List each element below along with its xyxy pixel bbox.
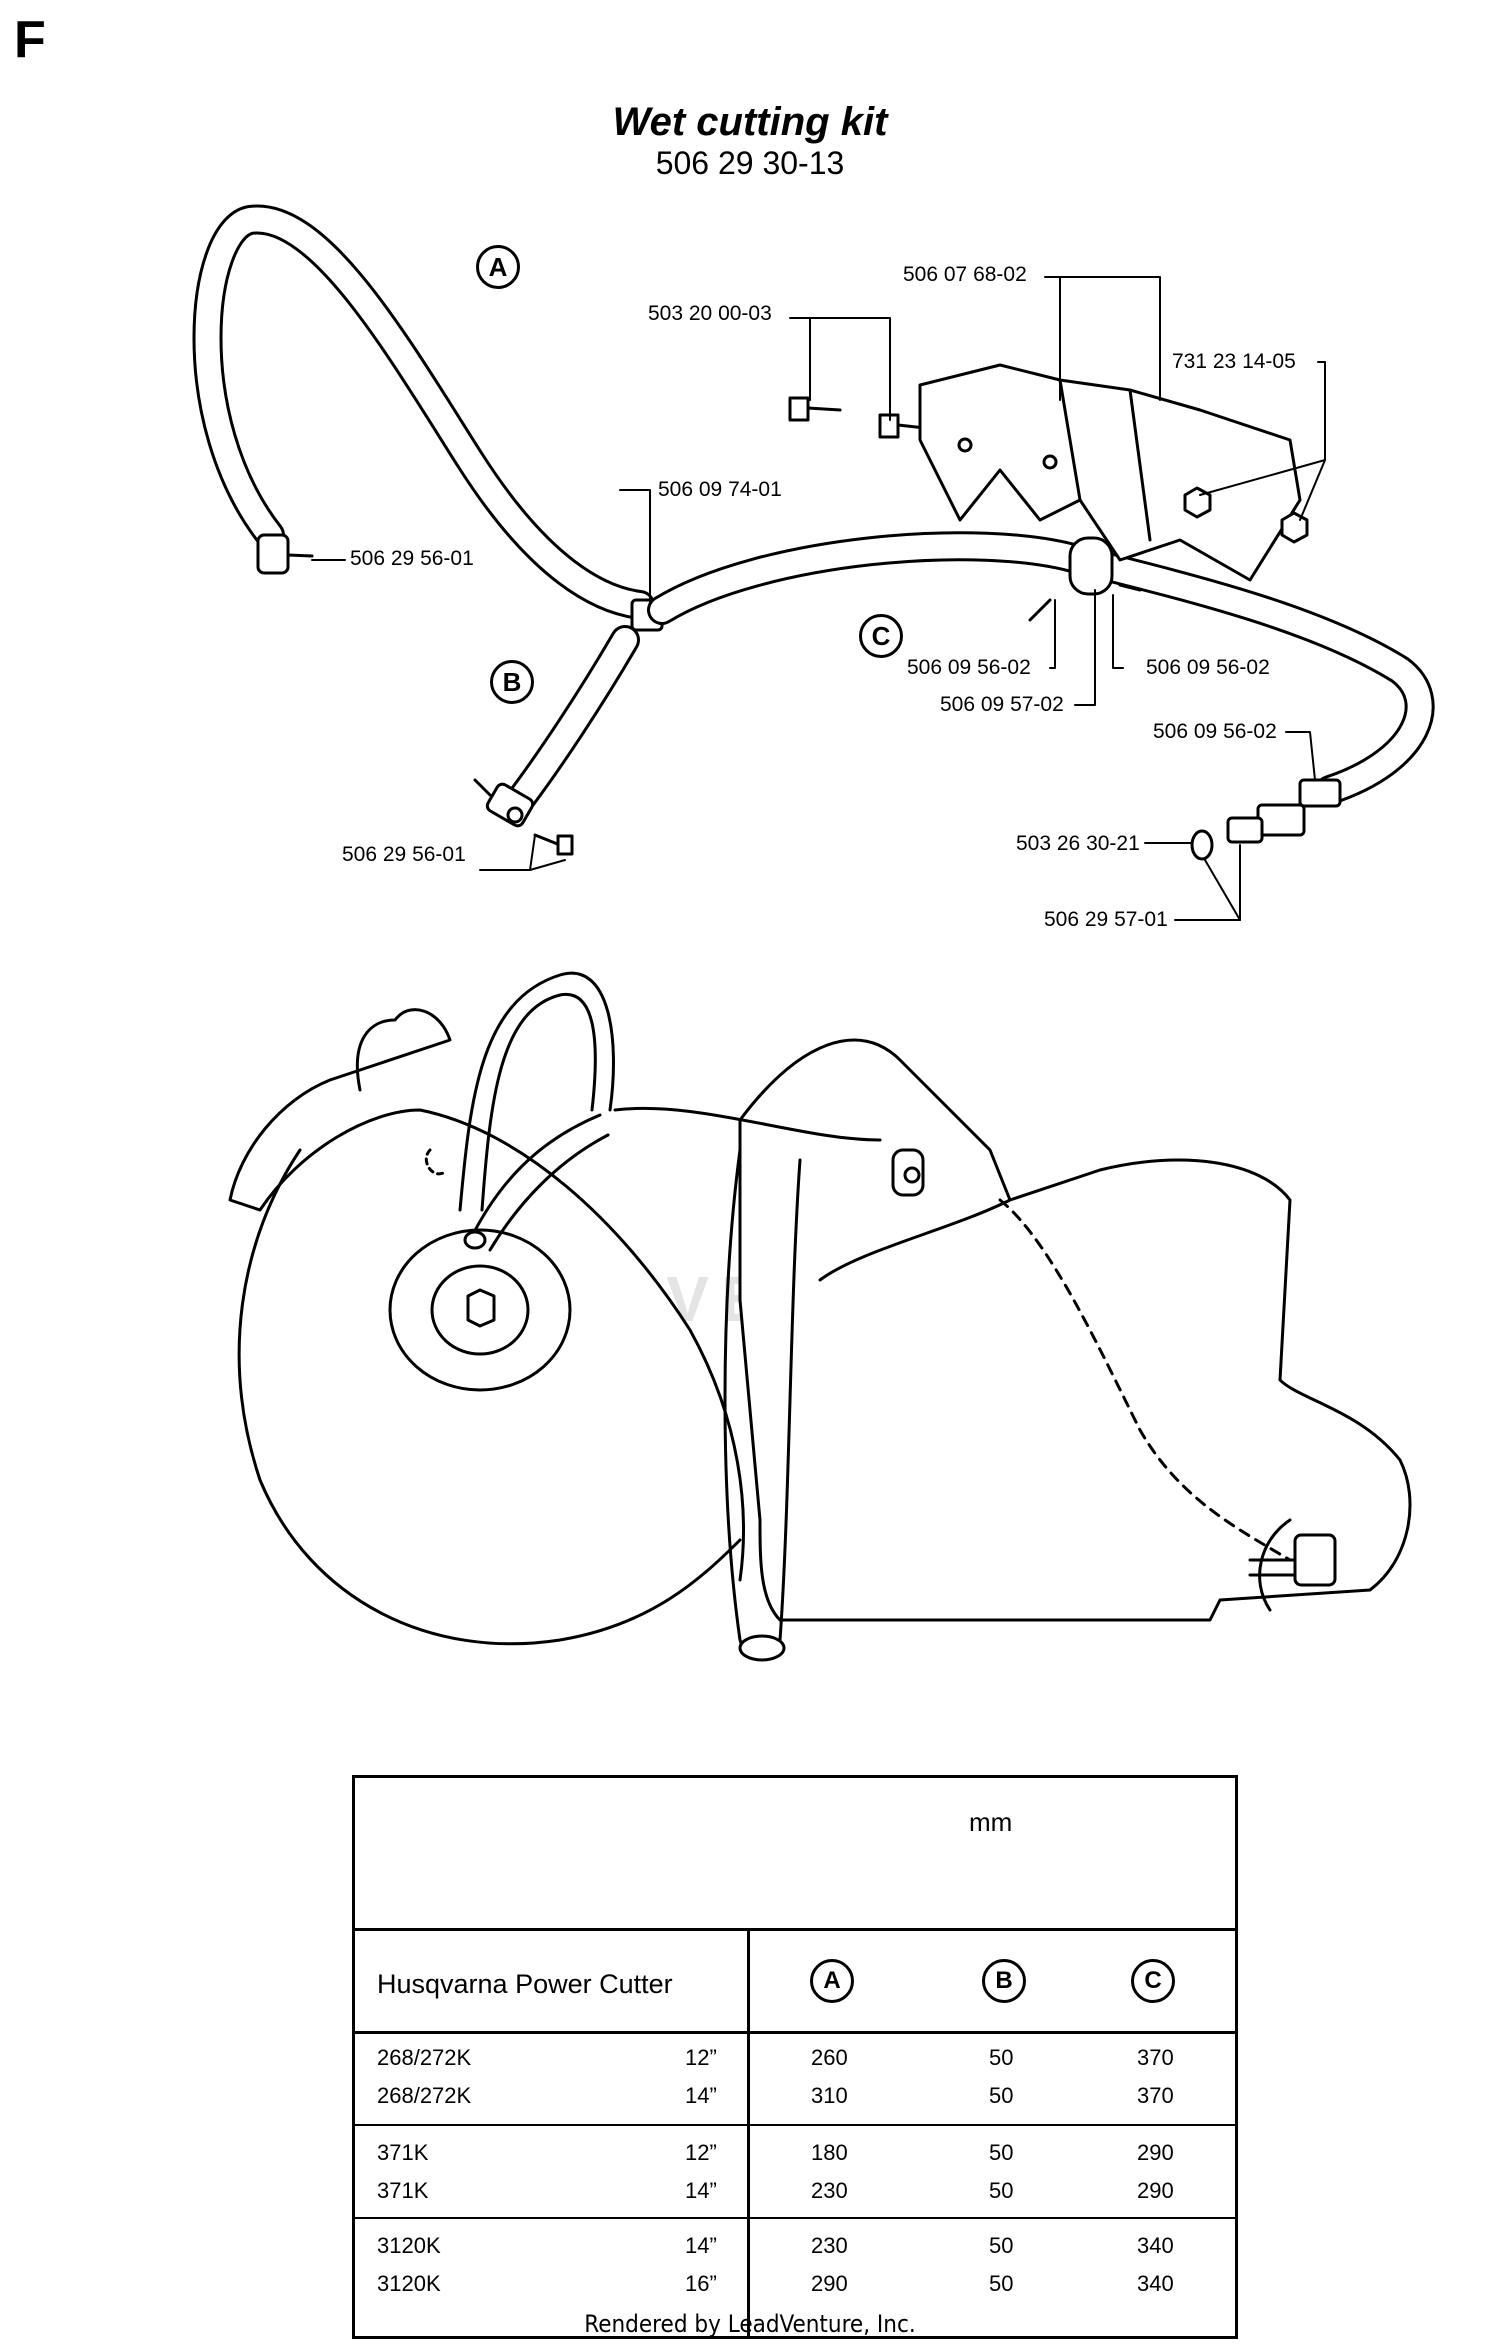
- part-bracket: 506 07 68-02: [903, 263, 1027, 286]
- cell-model: 371K: [377, 2178, 429, 2203]
- cell-size: 14”: [685, 2083, 717, 2108]
- cell-b: 50: [989, 2083, 1014, 2108]
- table-header-row: Husqvarna Power Cutter A B C: [355, 1928, 1235, 2034]
- cell-size: 16”: [685, 2271, 717, 2296]
- hose-a: [192, 204, 655, 620]
- cell-size: 12”: [685, 2045, 717, 2070]
- diagram-title: Wet cutting kit: [612, 100, 888, 144]
- column-header-b: B: [982, 1959, 1026, 2003]
- callout-c: C: [859, 614, 903, 658]
- cell-c: 290: [1137, 2178, 1174, 2203]
- cell-a: 230: [811, 2233, 848, 2258]
- section-letter: F: [14, 11, 46, 69]
- table-header-label: Husqvarna Power Cutter: [377, 1969, 673, 1999]
- table-group: 268/272K 12” 260 50 370 268/272K 14” 310…: [355, 2031, 1235, 2124]
- o-ring: [1190, 829, 1214, 861]
- callout-b: B: [490, 660, 534, 704]
- cell-b: 50: [989, 2178, 1014, 2203]
- part-nut: 731 23 14-05: [1172, 350, 1296, 373]
- part-clamp-coupling: 506 09 56-02: [1153, 720, 1277, 743]
- bracket: [918, 363, 1302, 582]
- exploded-view-drawing: [192, 204, 1435, 1662]
- power-cutter: [228, 971, 1412, 1662]
- cell-model: 268/272K: [377, 2083, 472, 2108]
- cell-model: 371K: [377, 2140, 429, 2165]
- cell-model: 3120K: [377, 2271, 441, 2296]
- hose-b-screw: [533, 833, 574, 856]
- cell-model: 3120K: [377, 2233, 441, 2258]
- cell-c: 340: [1137, 2271, 1174, 2296]
- hose-c: [647, 531, 1435, 805]
- table-group: 3120K 14” 230 50 340 3120K 16” 290 50 34…: [355, 2217, 1235, 2312]
- cell-a: 290: [811, 2271, 848, 2296]
- part-clamp-left: 506 09 56-02: [907, 656, 1031, 679]
- column-header-c: C: [1131, 1959, 1175, 2003]
- part-screw: 503 20 00-03: [648, 302, 772, 325]
- cell-size: 14”: [685, 2178, 717, 2203]
- cell-b: 50: [989, 2045, 1014, 2070]
- screws: [788, 396, 927, 439]
- hose-a-nipple: [256, 533, 314, 575]
- valve: [1028, 536, 1142, 622]
- part-valve: 506 09 57-02: [940, 693, 1064, 716]
- table-column-divider: [747, 1928, 750, 2339]
- part-clamp-right: 506 09 56-02: [1146, 656, 1270, 679]
- callout-a: A: [476, 245, 520, 289]
- cell-b: 50: [989, 2233, 1014, 2258]
- column-header-a: A: [810, 1959, 854, 2003]
- cell-c: 340: [1137, 2233, 1174, 2258]
- leader-lines: [311, 276, 1326, 921]
- part-t-connector: 506 09 74-01: [658, 478, 782, 501]
- cell-c: 290: [1137, 2140, 1174, 2165]
- part-hose-a-nipple: 506 29 56-01: [350, 547, 474, 570]
- hose-b: [505, 625, 640, 815]
- part-o-ring: 503 26 30-21: [1016, 832, 1140, 855]
- coupling: [1226, 778, 1342, 844]
- unit-label: mm: [963, 1807, 1019, 1838]
- cell-a: 260: [811, 2045, 848, 2070]
- cell-model: 268/272K: [377, 2045, 472, 2070]
- part-hose-b-nipple: 506 29 56-01: [342, 843, 466, 866]
- hose-length-table: mm Husqvarna Power Cutter A B C 268/272K…: [352, 1775, 1238, 2339]
- footer-credit: Rendered by LeadVenture, Inc.: [584, 2310, 916, 2338]
- cell-a: 180: [811, 2140, 848, 2165]
- cell-size: 14”: [685, 2233, 717, 2258]
- hose-b-nipple: [473, 778, 535, 828]
- cell-c: 370: [1137, 2045, 1174, 2070]
- table-group: 371K 12” 180 50 290 371K 14” 230 50 290: [355, 2124, 1235, 2219]
- kit-part-number: 506 29 30-13: [655, 145, 845, 181]
- part-coupling: 506 29 57-01: [1044, 908, 1168, 931]
- cell-a: 230: [811, 2178, 848, 2203]
- cell-b: 50: [989, 2271, 1014, 2296]
- cell-c: 370: [1137, 2083, 1174, 2108]
- cell-a: 310: [811, 2083, 848, 2108]
- cell-size: 12”: [685, 2140, 717, 2165]
- cell-b: 50: [989, 2140, 1014, 2165]
